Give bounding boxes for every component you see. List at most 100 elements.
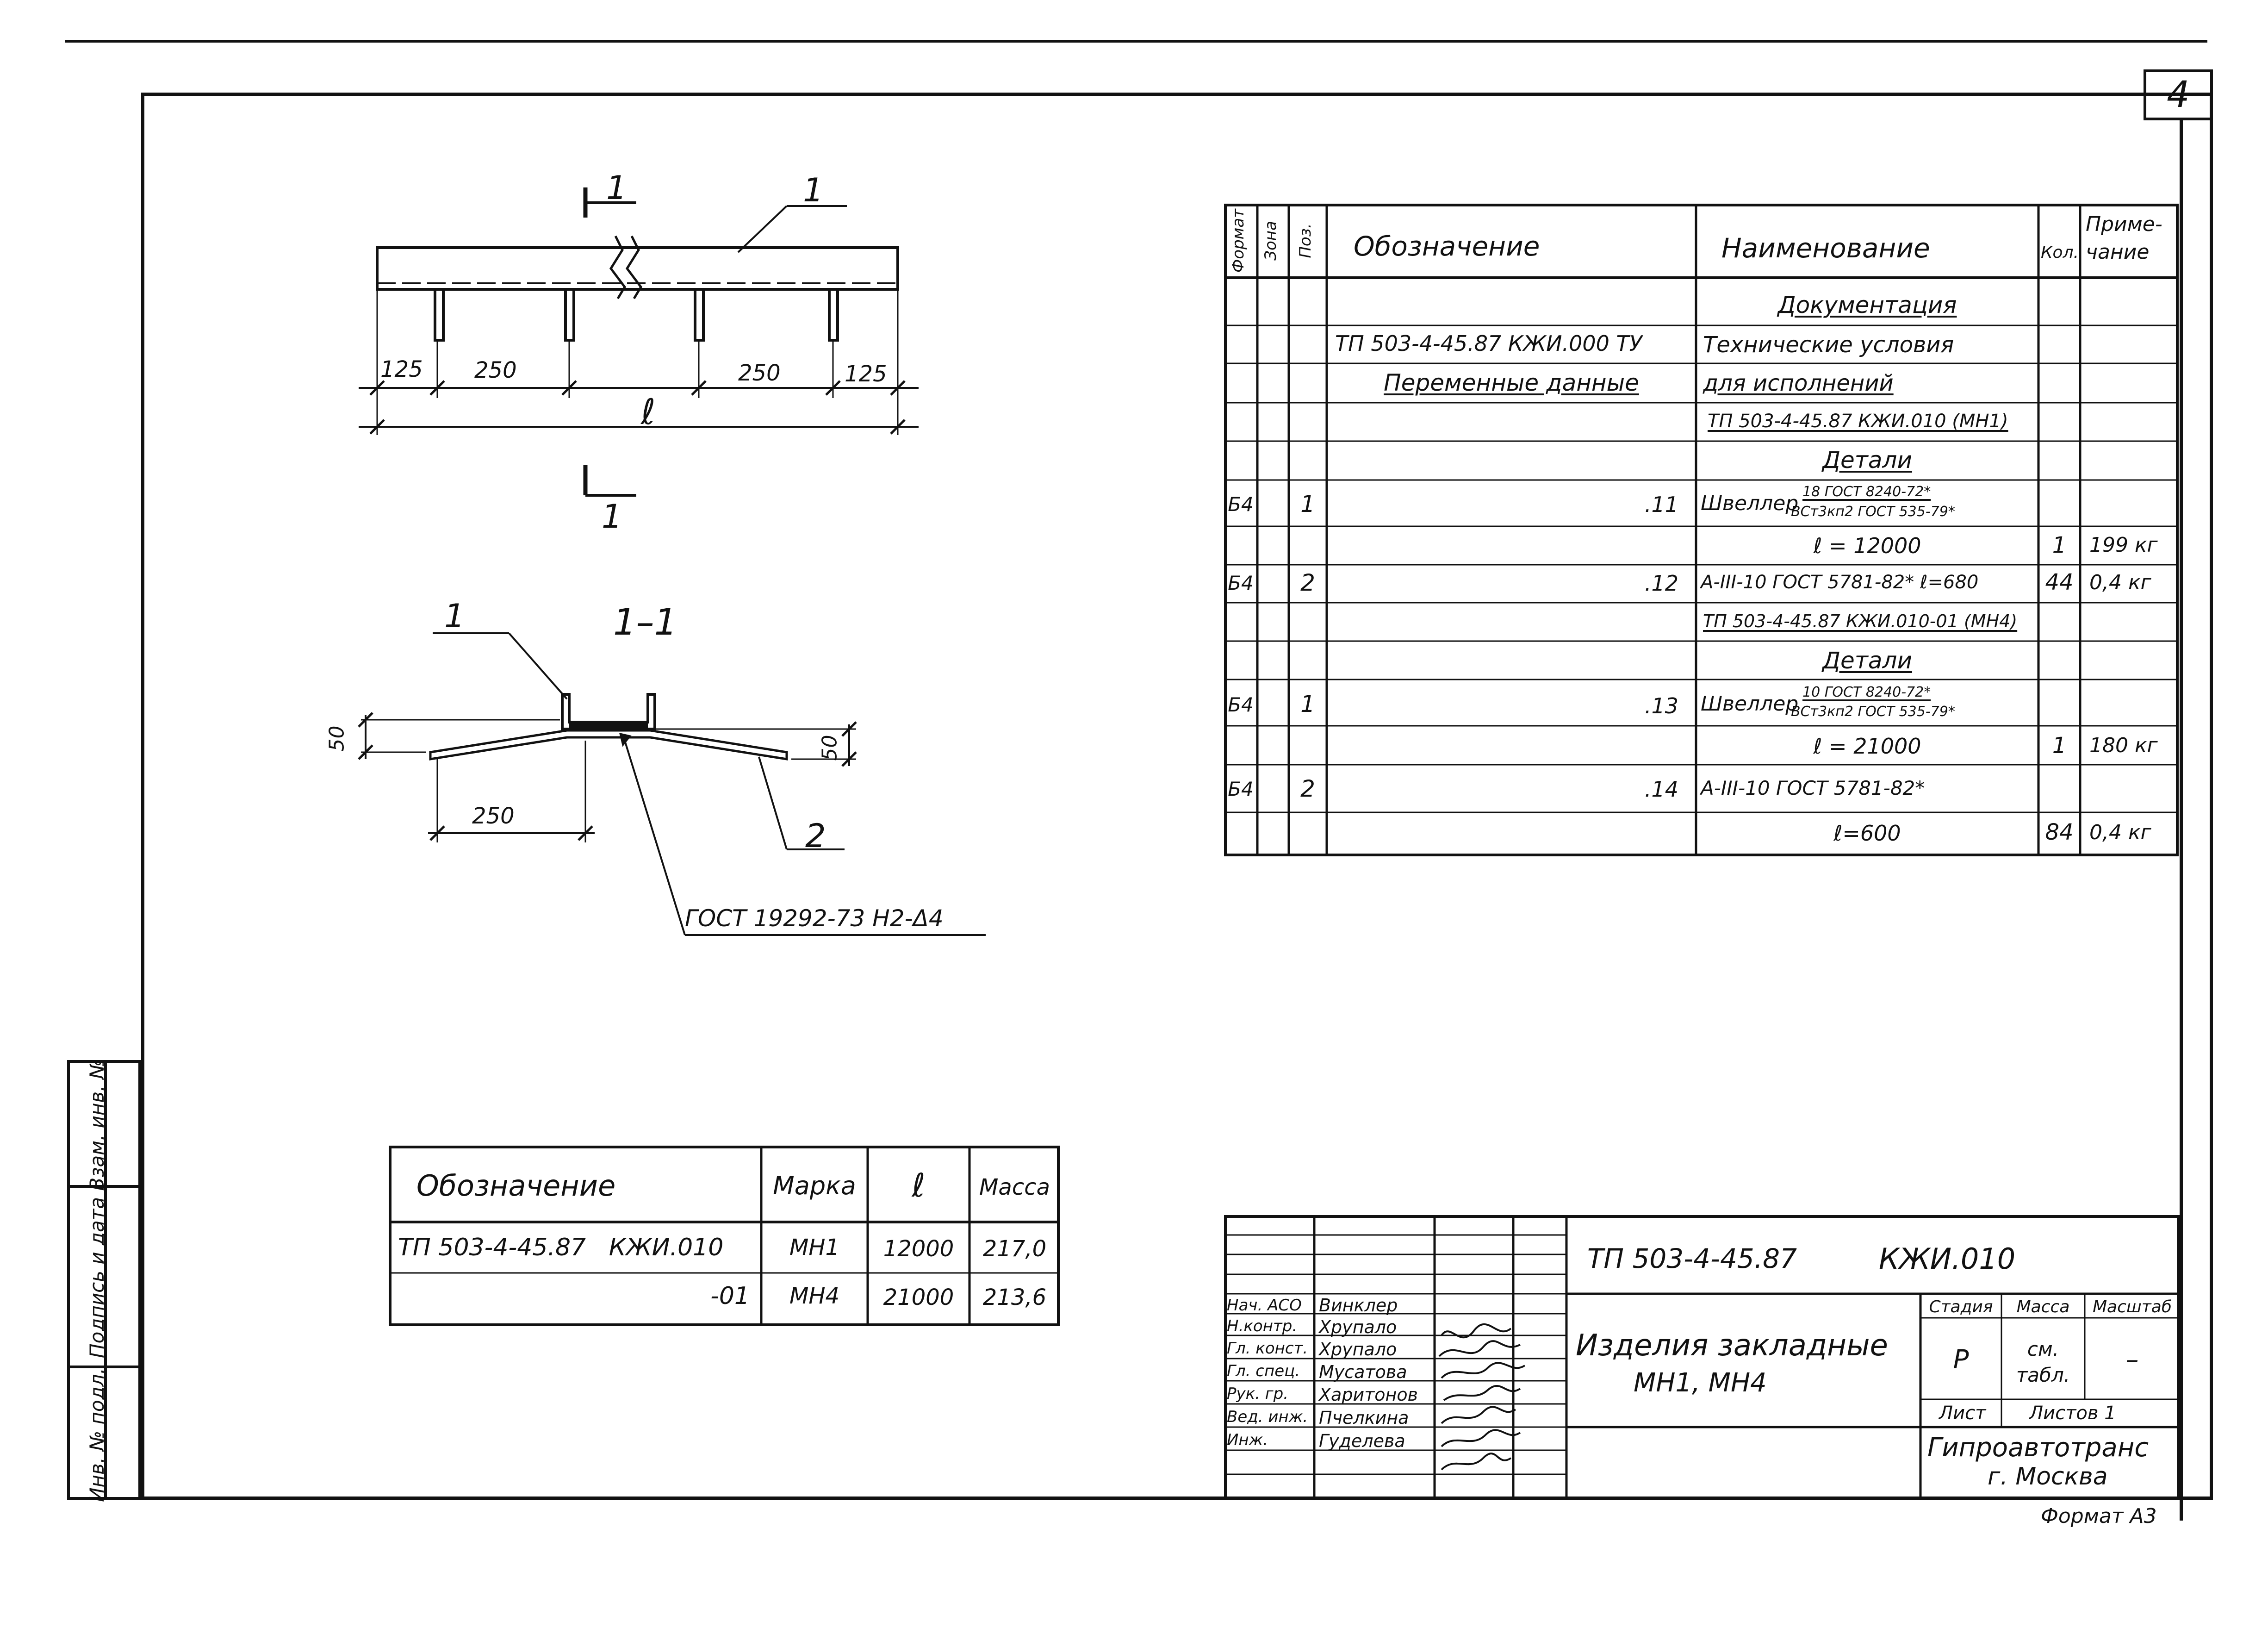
variant-table: Обозначение Марка ℓ Масса ТП 503-4-45.87…	[389, 1146, 1060, 1326]
drawings-svg	[358, 187, 986, 936]
margin-cell-inv-no: Инв. № подл.	[86, 1368, 108, 1502]
spec-row-11-format: Б4	[1228, 693, 1254, 716]
spec-header-qty: Кол.	[2041, 243, 2079, 262]
dim-250-right: 250	[738, 360, 781, 386]
spec-row-1-name: Документация	[1777, 292, 1957, 318]
spec-row-8-format: Б4	[1228, 572, 1254, 594]
dim-250-left: 250	[474, 357, 517, 383]
variant-header-designation: Обозначение	[416, 1169, 616, 1203]
spec-row-2-name: Технические условия	[1703, 332, 1954, 358]
spec-row-7-note: 199 кг	[2089, 533, 2158, 557]
weld-note: ГОСТ 19292-73 Н2-Δ4	[685, 905, 944, 932]
spec-row-13-name: А-III-10 ГОСТ 5781-82*	[1701, 777, 1925, 799]
title-doc-code: КЖИ.010	[1879, 1242, 2016, 1276]
section-title: 1–1	[613, 602, 677, 643]
variant-row-1-mass: 217,0	[982, 1236, 1047, 1262]
spec-row-6-pos: 1	[1300, 491, 1315, 518]
title-name-3: Хрупало	[1319, 1339, 1397, 1359]
variant-row-1-mark: МН1	[789, 1235, 840, 1260]
spec-row-6-frac-bottom: ВСт3кп2 ГОСТ 535-79*	[1791, 504, 1955, 520]
margin-cell-replaced-inv: Взам. инв. №	[86, 1059, 108, 1191]
title-name-4: Мусатова	[1319, 1362, 1407, 1382]
dim-125-right: 125	[845, 361, 887, 387]
spec-row-10-name: Детали	[1822, 647, 1913, 674]
title-scale: –	[2125, 1345, 2139, 1375]
variant-row-2-length: 21000	[883, 1285, 954, 1310]
spec-row-14-note: 0,4 кг	[2089, 821, 2151, 844]
sheet-frame	[141, 93, 2213, 1500]
spec-row-12-qty: 1	[2052, 733, 2067, 759]
spec-row-8-name: А-III-10 ГОСТ 5781-82* ℓ=680	[1701, 572, 1979, 593]
spec-row-9-name: ТП 503-4-45.87 КЖИ.010-01 (МН4)	[1703, 611, 2018, 631]
dim-125-left: 125	[380, 356, 423, 382]
spec-row-3-designation: Переменные данные	[1384, 369, 1639, 396]
title-role-7: Инж.	[1227, 1431, 1268, 1449]
paper-format-label: Формат А3	[2041, 1504, 2157, 1528]
title-name-1: Винклер	[1319, 1295, 1398, 1316]
spec-row-13-designation: .14	[1644, 777, 1678, 802]
spec-row-8-pos: 2	[1300, 569, 1315, 596]
spec-row-5-name: Детали	[1822, 447, 1913, 474]
spec-table: Формат Зона Поз. Обозначение Наименовани…	[1224, 204, 2179, 856]
spec-row-14-name: ℓ=600	[1833, 821, 1901, 846]
spec-row-6-format: Б4	[1228, 493, 1254, 516]
title-product-name: Изделия закладные	[1576, 1328, 1888, 1363]
spec-row-12-name: ℓ = 21000	[1813, 734, 1921, 759]
section-callout-2: 2	[805, 817, 826, 855]
spec-row-7-name: ℓ = 12000	[1813, 533, 1921, 558]
spec-row-12-note: 180 кг	[2089, 734, 2158, 757]
spec-row-13-pos: 2	[1300, 775, 1315, 802]
spec-header-format: Формат	[1229, 209, 1248, 273]
title-role-2: Н.контр.	[1227, 1317, 1298, 1335]
top-border-line	[65, 40, 2207, 43]
spec-row-11-name: Швеллер	[1701, 692, 1799, 716]
title-role-5: Рук. гр.	[1227, 1384, 1289, 1403]
dim-total-length: ℓ	[641, 391, 656, 432]
frame-right-edge	[2180, 118, 2183, 1521]
section-marker-bottom-label: 1	[602, 498, 622, 536]
variant-header-length: ℓ	[912, 1166, 926, 1204]
title-organization: Гипроавтотранс	[1927, 1433, 2149, 1463]
title-block: Нач. АСО Винклер Н.контр. Хрупало Гл. ко…	[1224, 1215, 2180, 1500]
spec-row-2-designation: ТП 503-4-45.87 КЖИ.000 ТУ	[1335, 331, 1642, 356]
margin-cell-signature: Подпись и дата	[86, 1197, 108, 1358]
variant-row-2-mark: МН4	[789, 1283, 840, 1309]
title-role-4: Гл. спец.	[1227, 1362, 1300, 1380]
title-stage-label: Стадия	[1929, 1297, 1993, 1316]
sheet-number-box	[2144, 69, 2213, 120]
spec-header-note: Приме- чание	[2086, 212, 2162, 264]
title-scale-label: Масштаб	[2092, 1297, 2172, 1316]
title-name-5: Харитонов	[1319, 1384, 1418, 1405]
section-callout-1: 1	[444, 597, 465, 635]
title-mass-label: Масса	[2016, 1297, 2070, 1316]
variant-header-mark: Марка	[773, 1171, 856, 1200]
title-mass: см. табл.	[2016, 1338, 2070, 1386]
channel-section-1-1	[561, 693, 656, 730]
variant-row-2-mass: 213,6	[982, 1285, 1047, 1310]
spec-row-8-designation: .12	[1644, 571, 1678, 596]
spec-header-name: Наименование	[1721, 232, 1930, 264]
title-name-6: Пчелкина	[1319, 1408, 1409, 1428]
title-product-marks: МН1, МН4	[1634, 1368, 1767, 1398]
spec-row-6-name: Швеллер	[1701, 492, 1799, 515]
spec-row-14-qty: 84	[2045, 819, 2074, 845]
spec-row-11-frac-top: 10 ГОСТ 8240-72*	[1802, 684, 1931, 700]
variant-row-1-length: 12000	[883, 1236, 954, 1262]
spec-row-13-format: Б4	[1228, 778, 1254, 800]
title-name-7: Гуделева	[1319, 1431, 1405, 1451]
front-callout-1: 1	[803, 171, 824, 209]
spec-row-6-frac-top: 18 ГОСТ 8240-72*	[1802, 484, 1931, 500]
spec-header-designation: Обозначение	[1354, 231, 1540, 262]
title-role-1: Нач. АСО	[1227, 1296, 1302, 1315]
title-role-3: Гл. конст.	[1227, 1339, 1308, 1358]
spec-row-8-note: 0,4 кг	[2089, 571, 2151, 594]
variant-row-2-designation: -01	[710, 1282, 750, 1310]
dim-50-right: 50	[818, 735, 842, 761]
spec-row-4-name: ТП 503-4-45.87 КЖИ.010 (МН1)	[1708, 411, 2008, 432]
title-code: ТП 503-4-45.87	[1587, 1243, 1797, 1274]
sheet-number: 4	[2167, 74, 2190, 116]
spec-row-8-qty: 44	[2045, 569, 2074, 595]
section-marker-top-label: 1	[606, 169, 627, 207]
title-city: г. Москва	[1988, 1463, 2108, 1490]
dim-50-left: 50	[325, 725, 349, 752]
